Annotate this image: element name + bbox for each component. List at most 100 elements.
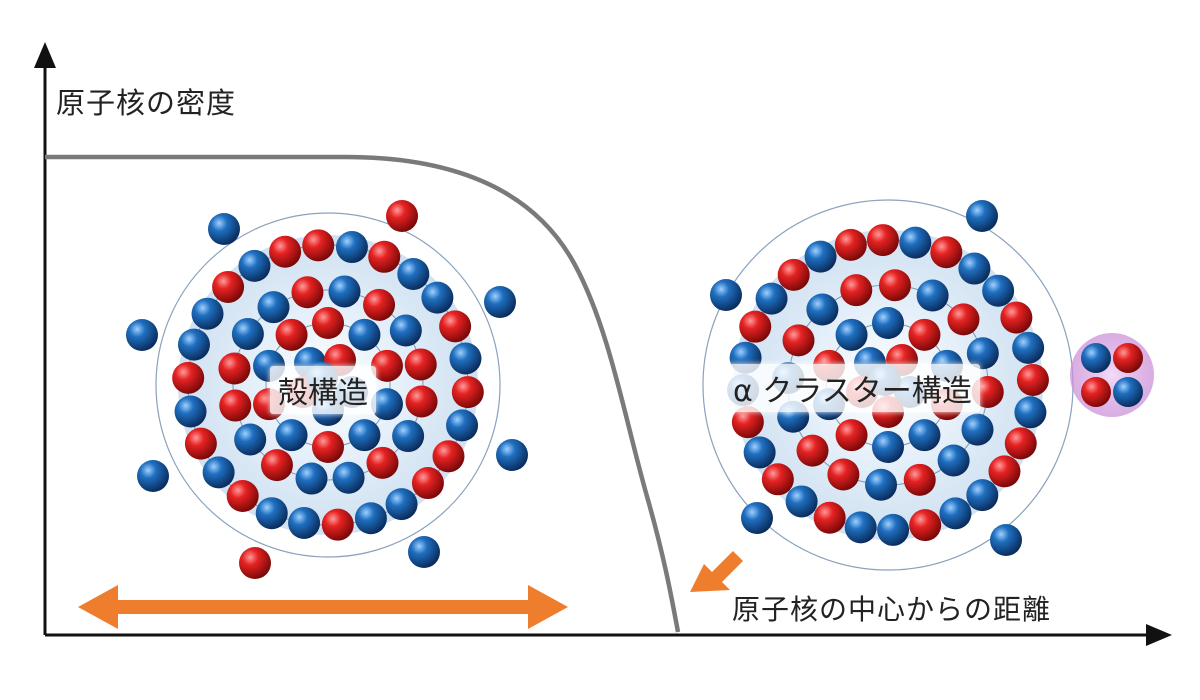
neutron	[208, 213, 240, 245]
neutron	[785, 485, 818, 518]
neutron	[275, 419, 308, 452]
alpha-particle	[1070, 333, 1154, 417]
neutron	[234, 423, 267, 456]
proton	[226, 480, 259, 513]
proton	[172, 361, 205, 394]
neutron	[899, 226, 932, 259]
neutron	[389, 314, 422, 347]
neutron	[496, 439, 528, 471]
proton	[439, 310, 472, 343]
proton	[782, 324, 815, 357]
neutron	[741, 502, 773, 534]
proton	[777, 258, 810, 291]
proton	[212, 270, 245, 303]
proton	[291, 276, 324, 309]
neutron	[877, 513, 910, 546]
neutron	[202, 456, 235, 489]
neutron	[397, 257, 430, 290]
neutron	[449, 342, 482, 375]
neutron	[137, 460, 169, 492]
proton	[370, 349, 403, 382]
proton	[834, 228, 867, 261]
neutron	[982, 274, 1015, 307]
neutron	[804, 240, 837, 273]
neutron	[916, 279, 949, 312]
neutron	[939, 497, 972, 530]
neutron	[385, 488, 418, 521]
proton	[878, 269, 911, 302]
neutron	[348, 419, 381, 452]
proton	[312, 307, 344, 339]
neutron	[966, 479, 999, 512]
neutron	[1081, 343, 1111, 373]
proton	[405, 385, 438, 418]
proton	[184, 427, 217, 460]
neutron	[1012, 331, 1045, 364]
neutron	[1113, 377, 1143, 407]
neutron	[328, 275, 361, 308]
neutron	[743, 436, 776, 469]
surface-pointer-arrow	[690, 551, 743, 592]
neutron	[421, 281, 454, 314]
proton	[835, 419, 868, 452]
neutron	[937, 444, 970, 477]
proton	[1081, 377, 1111, 407]
proton	[908, 318, 941, 351]
neutron	[177, 328, 210, 361]
neutron	[354, 502, 387, 535]
neutron	[295, 462, 328, 495]
neutron	[335, 231, 368, 264]
neutron	[174, 395, 207, 428]
proton	[903, 463, 936, 496]
proton	[827, 458, 860, 491]
proton	[275, 318, 308, 351]
x-axis	[45, 624, 1172, 646]
neutron	[288, 506, 321, 539]
proton	[1004, 427, 1037, 460]
proton	[930, 236, 963, 269]
y-axis-label: 原子核の密度	[56, 86, 237, 120]
alpha-cluster-structure-label: α クラスター構造	[725, 364, 980, 412]
neutron	[755, 282, 788, 315]
neutron	[990, 524, 1022, 556]
neutron	[231, 317, 264, 350]
proton	[988, 455, 1021, 488]
proton	[366, 446, 399, 479]
neutron	[710, 279, 742, 311]
proton	[404, 348, 437, 381]
proton	[312, 431, 344, 463]
proton	[813, 501, 846, 534]
neutron	[126, 319, 158, 351]
proton	[451, 376, 484, 409]
neutron	[844, 511, 877, 544]
neutron	[1014, 396, 1047, 429]
proton	[269, 235, 302, 268]
proton	[368, 240, 401, 273]
proton	[432, 440, 465, 473]
proton	[1113, 343, 1143, 373]
y-axis	[34, 42, 56, 635]
neutron	[348, 318, 381, 351]
proton	[971, 375, 1004, 408]
proton	[218, 352, 251, 385]
proton	[866, 224, 899, 257]
neutron	[484, 286, 516, 318]
neutron	[966, 337, 999, 370]
proton	[1000, 301, 1033, 334]
proton	[739, 310, 772, 343]
proton	[302, 229, 335, 262]
proton	[796, 434, 829, 467]
neutron	[408, 536, 440, 568]
proton	[363, 288, 396, 321]
x-axis-label: 原子核の中心からの距離	[732, 593, 1052, 626]
proton	[731, 406, 764, 439]
neutron	[257, 291, 290, 324]
proton	[411, 467, 444, 500]
neutron	[908, 419, 941, 452]
neutron	[958, 252, 991, 285]
density-curve	[45, 154, 681, 633]
neutron	[872, 307, 904, 339]
proton	[321, 508, 354, 541]
proton	[260, 449, 293, 482]
proton	[761, 463, 794, 496]
